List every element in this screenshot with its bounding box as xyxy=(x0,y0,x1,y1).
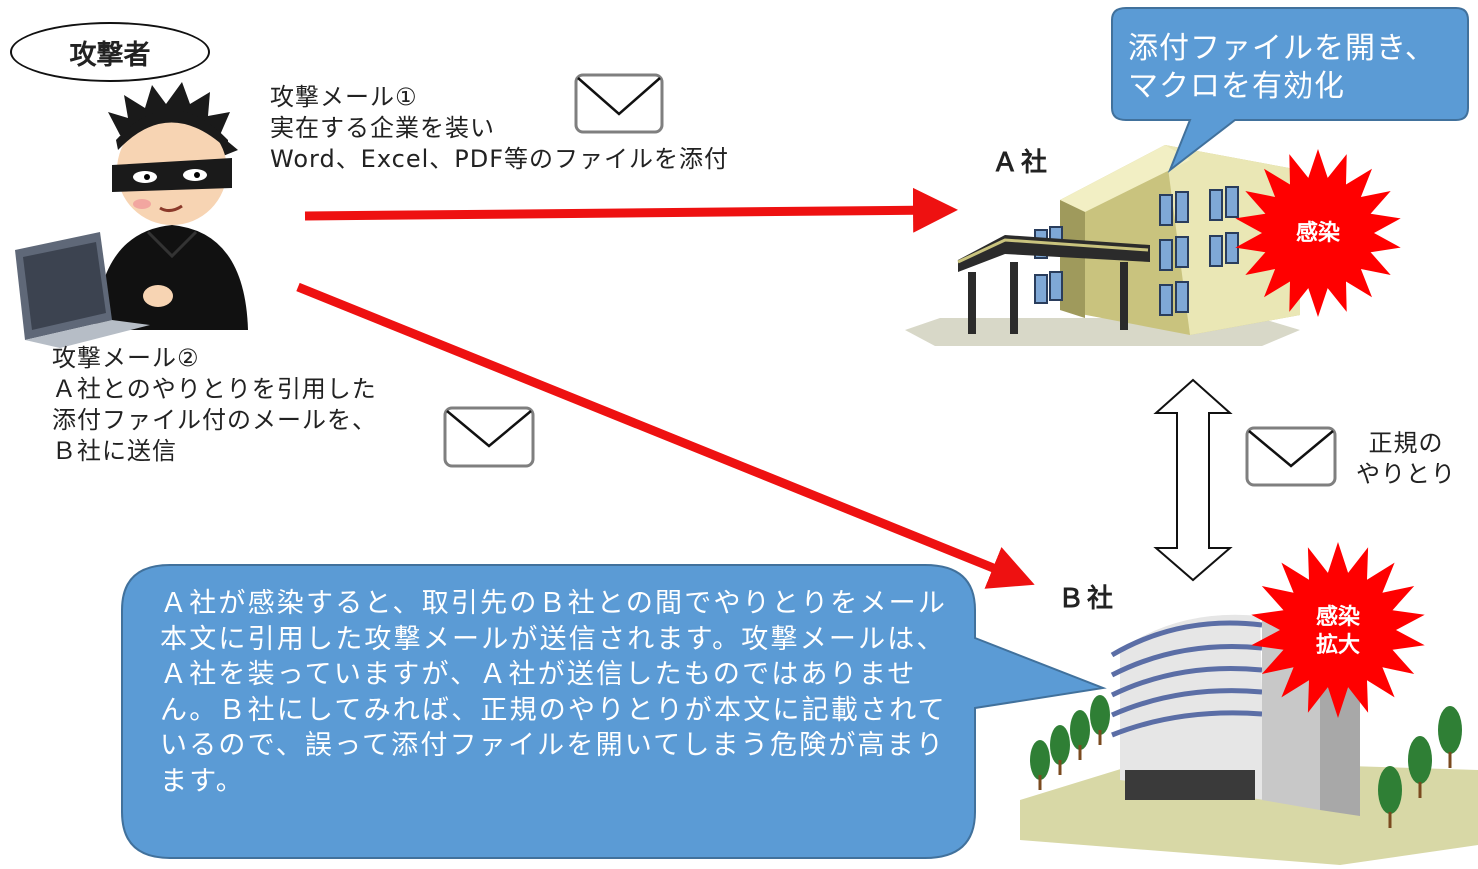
attacker-label: 攻撃者 xyxy=(10,22,210,82)
infection-burst-b xyxy=(1251,542,1425,718)
arrow-to-company-a xyxy=(304,187,958,233)
company-b-building xyxy=(1020,614,1478,865)
callout-explanation-text: Ａ社が感染すると、取引先のＢ社との間でやりとりをメール本文に引用した攻撃メールが… xyxy=(160,588,948,797)
attack-mail-2-text: 攻撃メール② Ａ社とのやりとりを引用した 添付ファイル付のメールを、 Ｂ社に送信 xyxy=(52,344,377,465)
envelope-icon xyxy=(574,73,664,134)
attack-mail-1-text: 攻撃メール① 実在する企業を装い Word、Excel、PDF等のファイルを添付 xyxy=(270,83,730,173)
callout-explanation xyxy=(121,564,1107,859)
callout-company-a xyxy=(1111,7,1469,174)
company-a-building xyxy=(905,145,1300,346)
envelope-icon xyxy=(1245,426,1337,487)
company-b-label: Ｂ社 xyxy=(1058,584,1117,614)
infection-label-a: 感染 xyxy=(1295,221,1340,246)
attacker-illustration xyxy=(15,82,248,348)
envelope-icon xyxy=(443,406,535,468)
company-a-label: Ａ社 xyxy=(992,148,1051,178)
legit-exchange-label: 正規の やりとり xyxy=(1356,429,1456,488)
legit-exchange-arrow xyxy=(1153,378,1233,582)
arrow-to-company-b xyxy=(296,282,1035,589)
infection-label-b: 感染 拡大 xyxy=(1315,605,1360,658)
infection-burst-a xyxy=(1235,149,1401,317)
callout-company-a-text: 添付ファイルを開き、マクロを有効化 xyxy=(1128,31,1436,104)
